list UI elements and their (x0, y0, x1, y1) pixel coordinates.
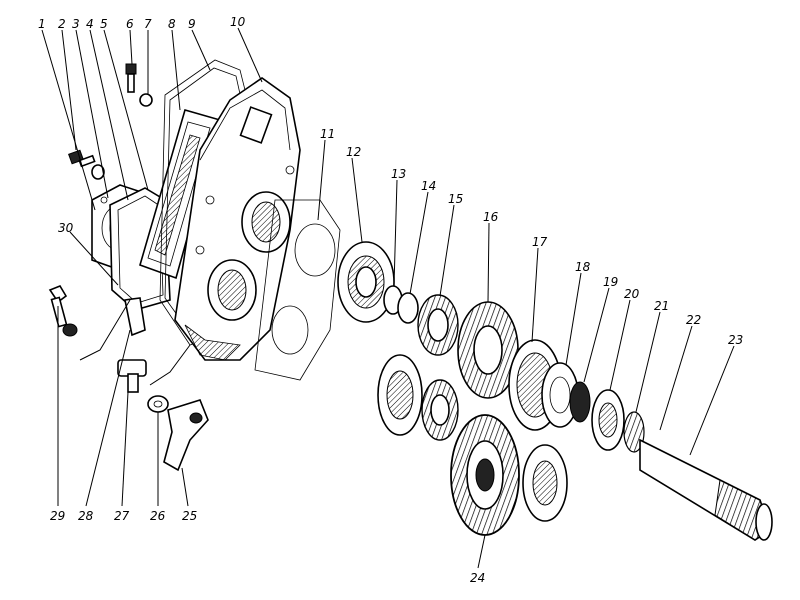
callout-17: 17 (532, 235, 548, 249)
gearbox-housing (174, 77, 301, 361)
callout-6: 6 (126, 17, 134, 31)
callout-8: 8 (168, 17, 176, 31)
callout-20: 20 (624, 287, 640, 301)
end-bearing (522, 444, 568, 522)
bolt-6 (125, 63, 153, 107)
callout-7: 7 (144, 17, 152, 31)
output-shaft (639, 438, 773, 541)
callout-2: 2 (58, 17, 66, 31)
callout-26: 26 (150, 509, 166, 523)
countershaft-gear (421, 379, 459, 441)
callout-30: 30 (58, 221, 74, 235)
spring-clip (124, 297, 146, 337)
callout-labels: 1 2 3 4 5 6 7 8 9 10 11 12 13 14 15 16 1… (38, 15, 743, 585)
callout-24: 24 (470, 571, 485, 585)
gear-24 (450, 414, 520, 536)
gear-15 (417, 294, 459, 356)
ring-14 (397, 292, 419, 324)
callout-12: 12 (346, 145, 361, 159)
callout-28: 28 (78, 509, 94, 523)
rear-gasket (254, 199, 341, 381)
callout-11: 11 (320, 127, 335, 141)
callout-3: 3 (72, 17, 80, 31)
lower-bearing (377, 354, 423, 436)
callout-10: 10 (230, 15, 246, 29)
callout-18: 18 (575, 260, 591, 274)
callout-16: 16 (483, 210, 499, 224)
shift-fork (163, 399, 209, 472)
callout-5: 5 (100, 17, 108, 31)
callout-4: 4 (86, 17, 94, 31)
callout-27: 27 (114, 509, 130, 523)
gear-20-21 (591, 389, 645, 453)
washer-26 (147, 395, 169, 413)
callout-1: 1 (38, 17, 46, 31)
callout-21: 21 (654, 299, 669, 313)
callout-14: 14 (421, 179, 436, 193)
bolt-2 (68, 149, 105, 180)
callout-9: 9 (188, 17, 196, 31)
lever-pin (117, 359, 147, 393)
bolt-29 (48, 285, 78, 337)
leader-lines (41, 27, 735, 569)
callout-23: 23 (728, 333, 743, 347)
callout-22: 22 (686, 313, 701, 327)
callout-25: 25 (182, 509, 197, 523)
callout-15: 15 (448, 192, 463, 206)
callout-13: 13 (391, 167, 406, 181)
synchro-ring (541, 362, 591, 428)
bearing-12 (337, 241, 395, 323)
callout-29: 29 (50, 509, 65, 523)
callout-19: 19 (603, 275, 618, 289)
